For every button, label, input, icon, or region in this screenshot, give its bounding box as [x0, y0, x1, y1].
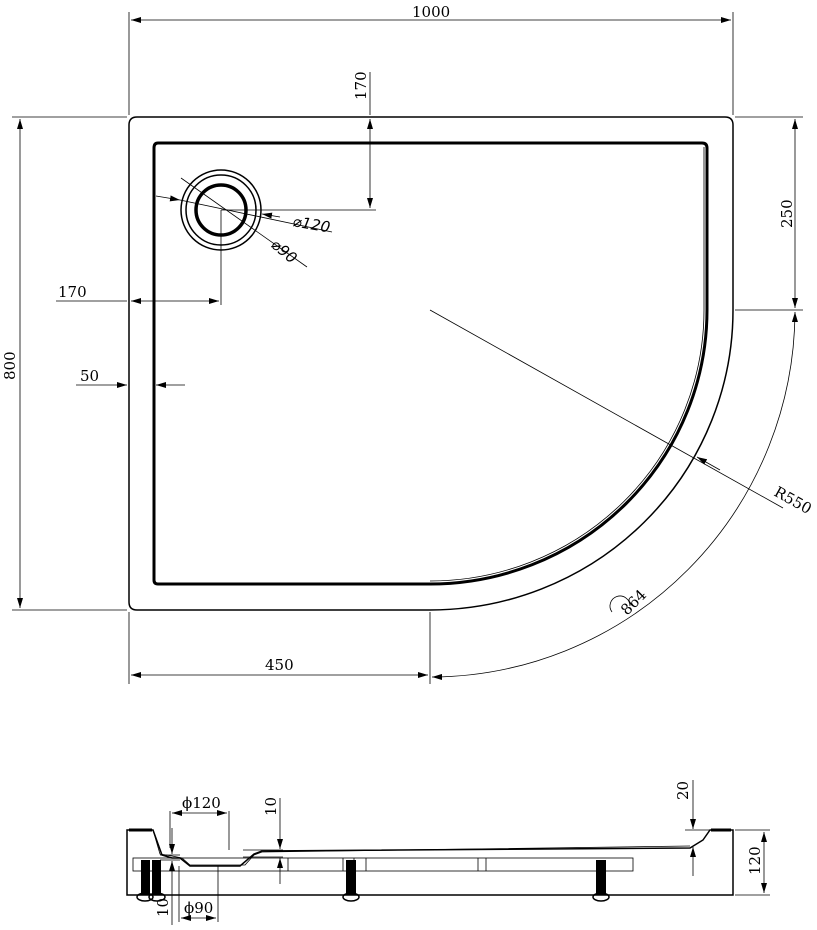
drain: ⌀120 ⌀90 [155, 169, 376, 305]
section-drain-inner-dimension: ϕ90 [184, 899, 213, 917]
plan-view: ⌀120 ⌀90 1000 800 170 170 50 250 R [1, 3, 815, 684]
drain-offset-left-dimension: 170 [58, 283, 87, 301]
width-dimension: 1000 [412, 3, 450, 21]
section-foot-dimension: 10 [154, 898, 172, 917]
right-straight-dimension: 250 [778, 199, 796, 228]
section-rim-depth-dimension: 20 [674, 781, 692, 800]
depth-dimension: 800 [1, 351, 19, 380]
drain-offset-top-dimension: 170 [352, 71, 370, 100]
tray-inner-edge [152, 141, 709, 586]
front-straight-dimension: 450 [265, 656, 294, 674]
section-drain-depth-dimension: 10 [262, 797, 280, 816]
section-height-dimension: 120 [746, 846, 764, 875]
drain-outer-diameter-label: ⌀120 [291, 212, 331, 236]
adjustable-feet [136, 860, 610, 902]
arc-length-dimension: 864 [617, 586, 650, 619]
rim-width-dimension: 50 [80, 367, 99, 385]
drain-inner-diameter-label: ⌀90 [267, 235, 300, 267]
tray-outline [128, 116, 734, 611]
section-view: ϕ120 ϕ90 10 10 20 120 [126, 780, 770, 925]
radius-dimension: R550 [771, 483, 815, 518]
section-drain-outer-dimension: ϕ120 [182, 794, 221, 812]
